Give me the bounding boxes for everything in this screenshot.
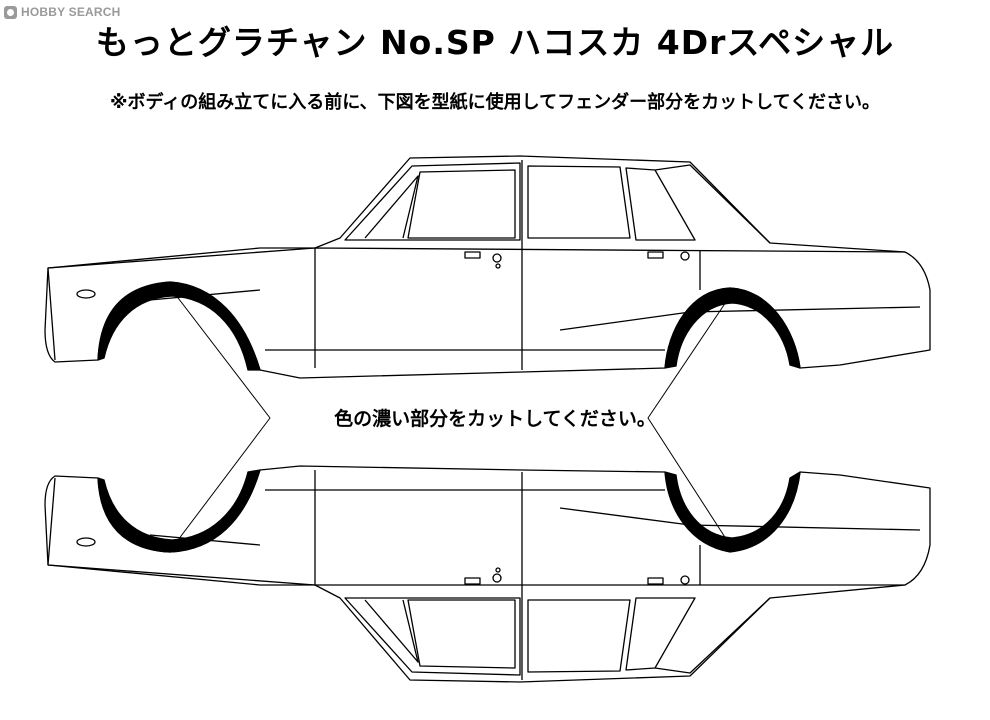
diagram-caption: 色の濃い部分をカットしてください。 — [334, 408, 656, 430]
instruction-text: ※ボディの組み立てに入る前に、下図を型紙に使用してフェンダー部分をカットしてくだ… — [109, 92, 881, 113]
page-title: もっとグラチャン No.SP ハコスカ 4Drスペシャル — [95, 23, 895, 62]
top-car-outline — [44, 155, 931, 379]
bottom-front-fender-cut-area — [97, 469, 261, 553]
caption-leader-lines — [171, 289, 731, 549]
top-front-fender-cut-area — [97, 281, 261, 371]
hobby-search-logo-icon — [4, 5, 17, 19]
hobby-search-watermark: HOBBY SEARCH — [4, 5, 121, 19]
bottom-rear-fender-cut-area — [664, 471, 801, 553]
watermark-text: HOBBY SEARCH — [21, 5, 121, 19]
bottom-car-outline — [44, 465, 931, 683]
top-rear-fender-cut-area — [664, 287, 801, 369]
